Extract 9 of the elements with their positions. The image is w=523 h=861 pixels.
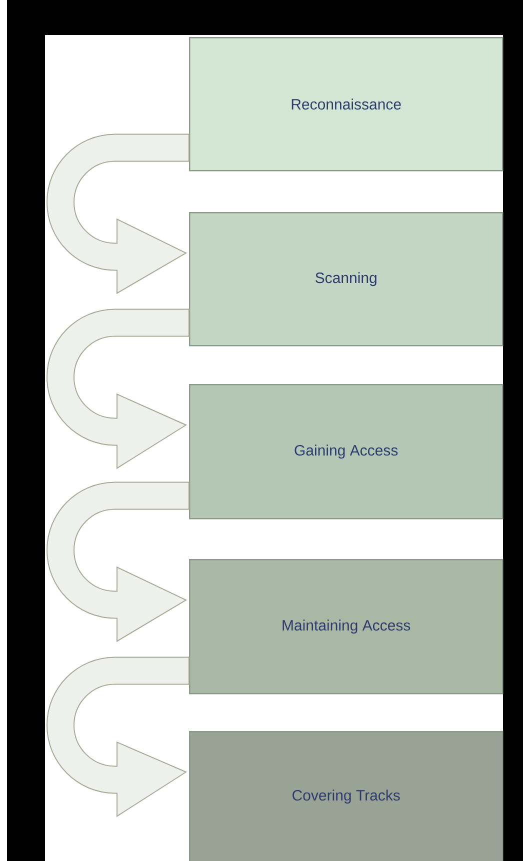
curved-arrow xyxy=(46,134,190,294)
curved-arrow xyxy=(46,308,190,469)
stage-box: Maintaining Access xyxy=(189,559,504,694)
stage-box: Gaining Access xyxy=(189,384,504,520)
stage-box: Covering Tracks xyxy=(189,731,504,861)
curved-arrow xyxy=(46,482,190,642)
curved-arrow xyxy=(46,656,190,817)
stage-box: Scanning xyxy=(189,212,504,346)
stage-box: Reconnaissance xyxy=(189,37,504,172)
